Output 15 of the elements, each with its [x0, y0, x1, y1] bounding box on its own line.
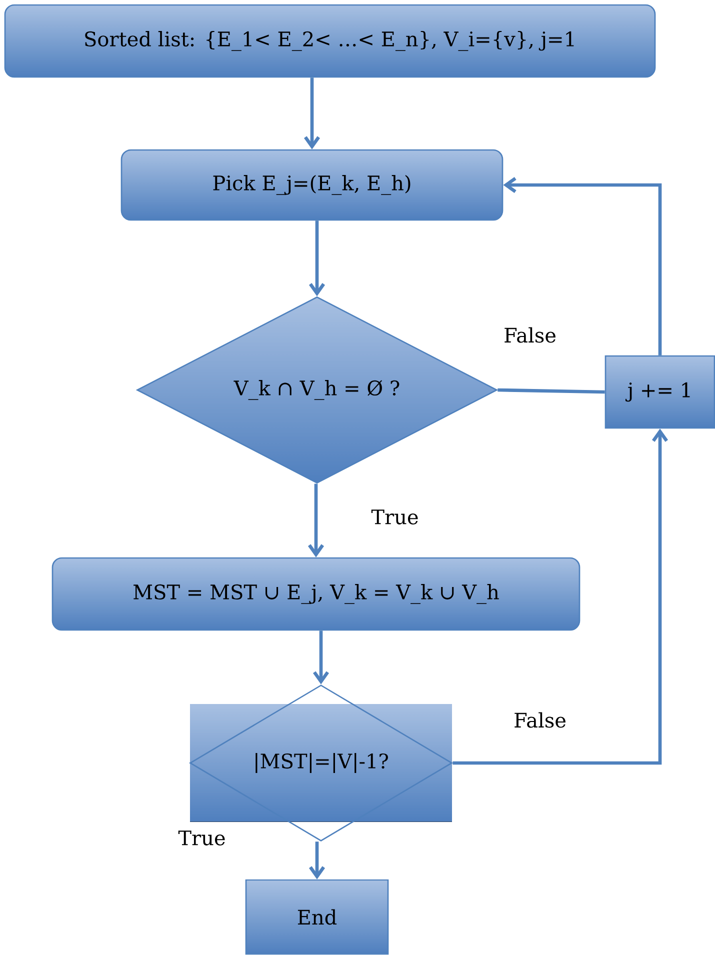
- process-box: Sorted list: {E_1< E_2< …< E_n}, V_i={v}, j=1: [4, 4, 656, 78]
- arrow: [304, 78, 320, 150]
- process-box: Pick E_j=(E_k, E_h): [120, 149, 504, 221]
- arrow: [503, 176, 662, 356]
- arrow: [308, 220, 326, 296]
- process-box: MST = MST ∪ E_j, V_k = V_k ∪ V_h: [52, 557, 580, 631]
- process-box: End: [245, 879, 389, 955]
- edge-label: True: [370, 508, 420, 526]
- process-box: j += 1: [604, 355, 715, 429]
- edge-label: False: [502, 326, 558, 344]
- arrow: [308, 484, 324, 558]
- arrow: [312, 630, 330, 684]
- arrow: [452, 428, 668, 765]
- arrow: [308, 842, 326, 880]
- edge-label: False: [512, 710, 568, 730]
